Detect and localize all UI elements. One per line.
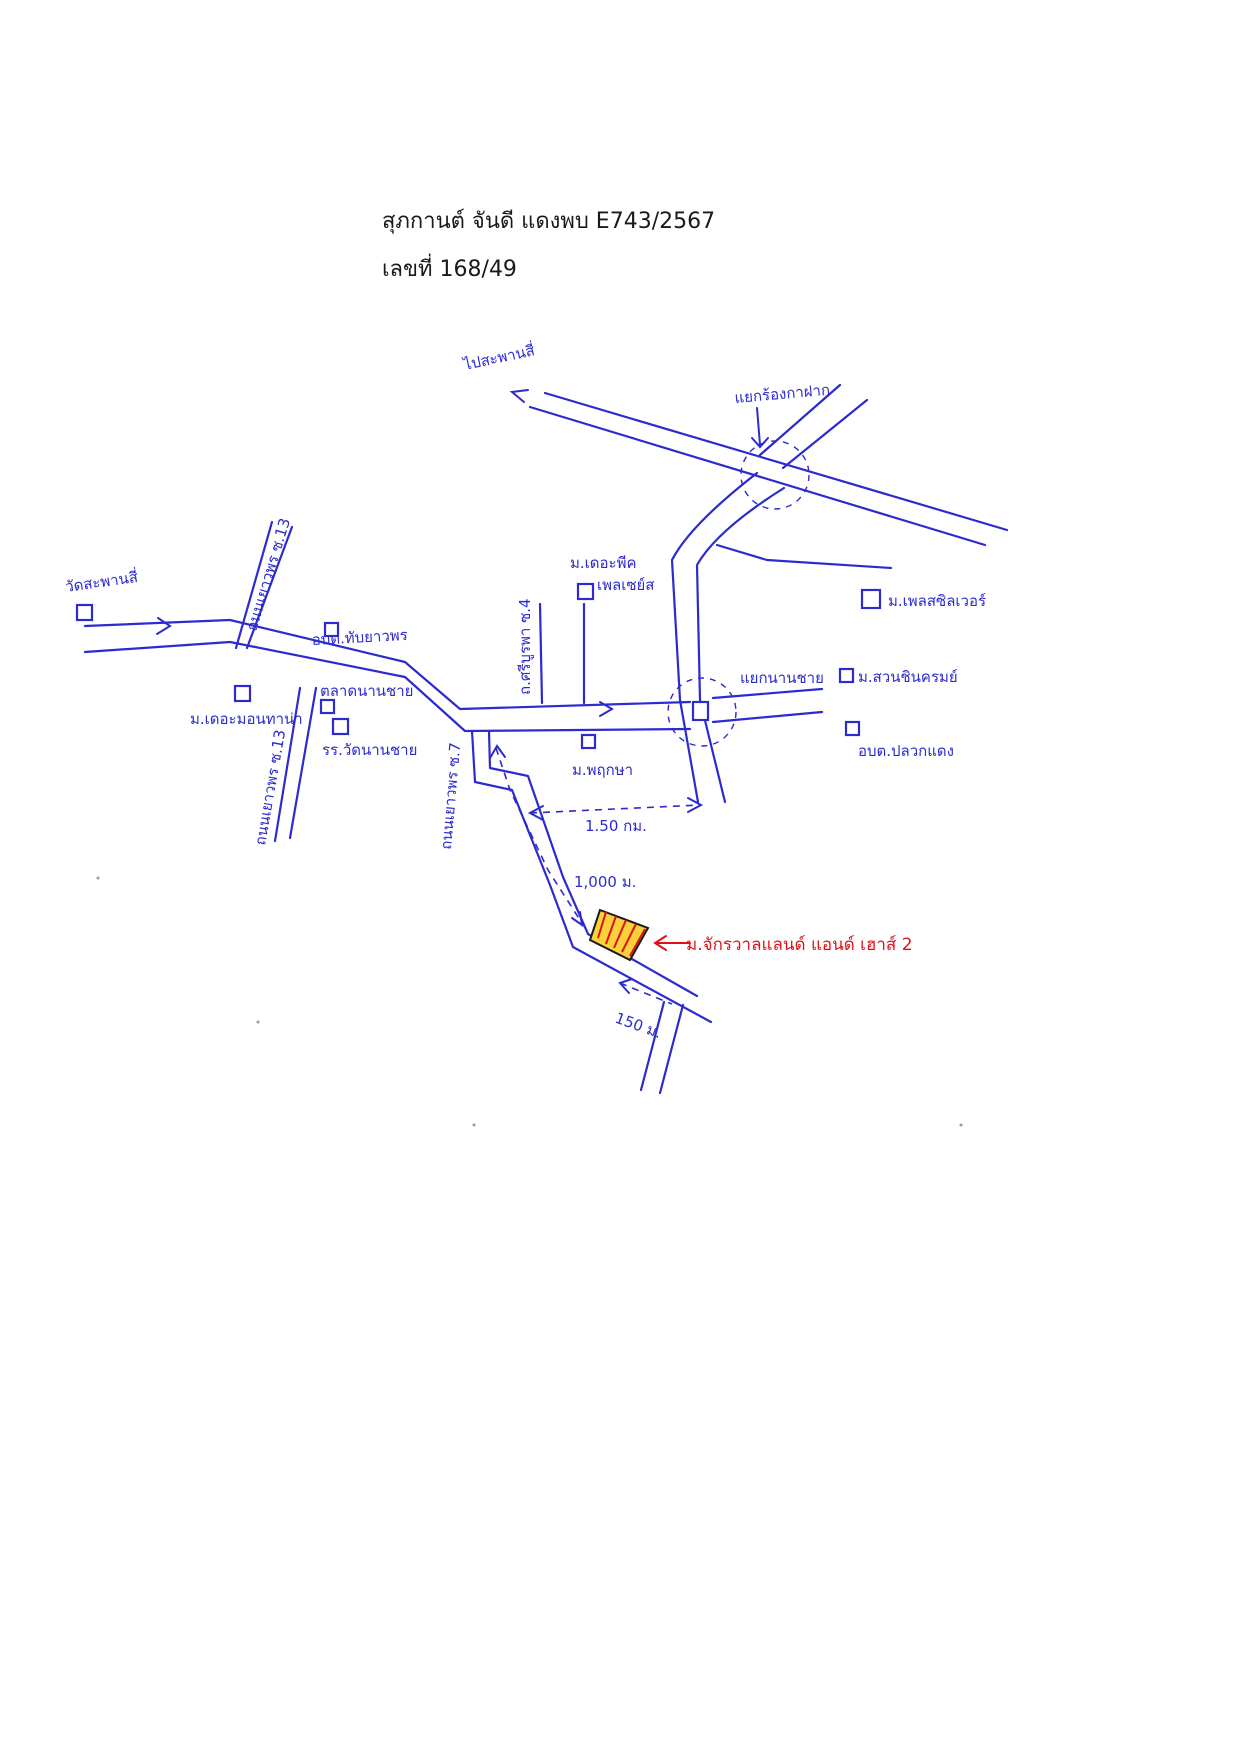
intersection-ring-right [667,677,737,747]
moo-right-mid-label: ม.สวนชินครมย์ [858,668,958,686]
school-label: รร.วัดนานชาย [322,741,417,759]
wat-label: วัดสะพานสี่ [64,566,139,596]
landmark-talad-icon [319,698,336,715]
intersection-ring-top [740,440,810,510]
scan-speck [256,1020,260,1024]
road-mid-north [538,602,586,705]
dist-plot-label: 150 ม. [613,1009,664,1042]
landmark-moo-right-top-icon [860,588,882,610]
road-west [83,617,692,733]
moo-left-label: ม.เดอะมอนทาน่า [190,710,303,728]
main-highway [509,389,1009,547]
obt-right-label: อบต.ปลวกแดง [858,742,954,760]
landmark-moo-left-icon [233,684,252,703]
moo-top-mid-label-2: เพลเซย์ส [597,576,654,594]
dist-down-label: 1,000 ม. [574,873,636,891]
obt-top-label: อบต.ทับยาวพร [311,626,408,649]
scan-speck [959,1123,963,1127]
landmark-obt-right-icon [844,720,861,737]
road-vertical-right [670,471,786,804]
header-line-2: เลขที่ 168/49 [382,253,517,282]
scan-speck [472,1123,476,1127]
road-right-east [711,687,824,724]
road-upper-right [758,383,869,470]
road-down-label: ถนนเยาวพร ซ.7 [437,742,464,851]
moo-right-top-label: ม.เพลสซิลเวอร์ [888,592,986,610]
landmark-moo-top-mid-icon [576,582,595,601]
junction-right-label: แยกนานชาย [740,669,824,687]
red-pointer-arrow-icon [653,935,691,951]
landmark-wat-icon [75,603,94,622]
junction-marker-icon [691,700,710,722]
header-line-1: สุภกานต์ จันดี แดงพบ E743/2567 [382,209,715,234]
to-city-label: ไปสะพานสี่ [461,339,537,374]
branch-road-right [715,543,893,570]
target-plot-icon[interactable] [588,908,650,962]
road-mid-label: ถ.ศรีบูรพา ซ.4 [516,598,534,695]
pointer-arrow-icon [751,407,769,449]
moo-top-mid-label-1: ม.เดอะพีค [570,554,637,572]
talad-label: ตลาดนานชาย [320,682,413,700]
dist-horizontal-label: 1.50 กม. [585,817,647,835]
intersection-top-label: แยกร้องกาฝาก [734,381,831,407]
scan-speck [96,876,100,880]
landmark-school-icon [331,717,350,736]
landmark-obt-top-icon [323,621,340,638]
landmark-moo-right-mid-icon [838,667,855,684]
moo-center-label: ม.พฤกษา [572,761,633,779]
landmark-moo-center-icon [580,733,597,750]
road-left-north [234,520,294,650]
target-label: ม.จักรวาลแลนด์ แอนด์ เฮาส์ 2 [686,935,913,955]
route-dashed [489,744,704,1005]
road-left-south [273,686,318,843]
